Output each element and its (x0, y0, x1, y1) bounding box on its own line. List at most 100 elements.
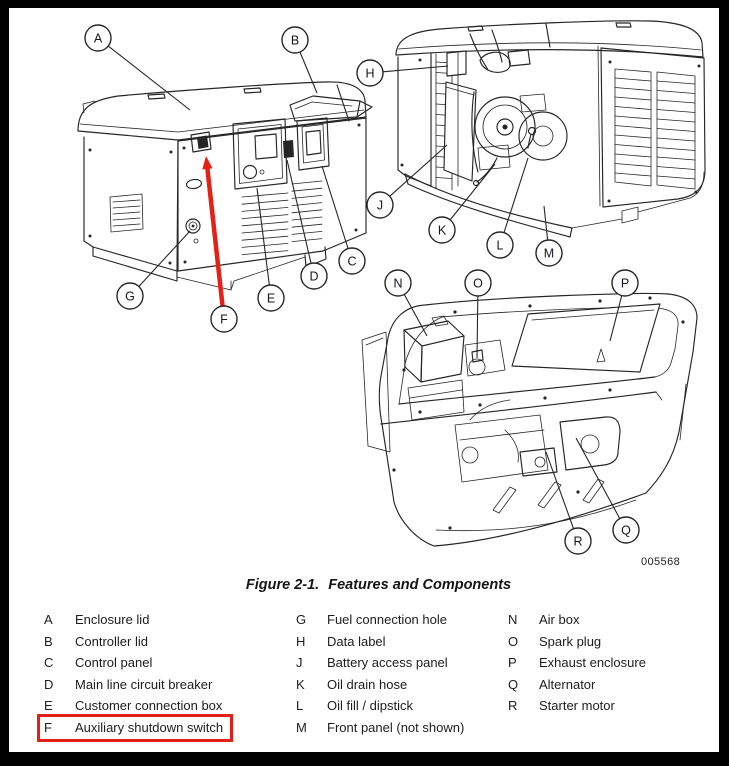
drawing-generator-lid-removed (361, 292, 698, 547)
callout-circle-K (428, 216, 456, 244)
legend-label: Battery access panel (327, 655, 448, 671)
callout-F: F (202, 156, 238, 333)
callout-leader (403, 294, 428, 337)
legend-key: C (44, 655, 54, 671)
legend-label: Oil fill / dipstick (327, 698, 413, 714)
highlight-arrow-head (202, 156, 213, 170)
callout-leader (449, 163, 496, 221)
legend-label: Exhaust enclosure (539, 655, 646, 671)
legend-key: P (508, 655, 517, 671)
callout-circle-R (564, 527, 592, 555)
engine-spark-plug (464, 339, 506, 377)
legend-label: Spark plug (539, 633, 602, 649)
callout-leader (256, 187, 270, 286)
controller-bezel (296, 117, 330, 171)
legend-key: E (44, 698, 53, 714)
callout-letter: R (573, 535, 582, 549)
exhaust-enclosure (511, 303, 661, 373)
louver-panel-right (291, 180, 323, 242)
legend-label: Oil drain hose (327, 676, 408, 692)
callout-circle-D (300, 262, 328, 290)
callout-O: O (464, 269, 492, 359)
callout-circle-P (611, 269, 639, 297)
control-panel-box (232, 118, 288, 190)
callout-circle-B (281, 26, 309, 54)
callout-letter: O (473, 277, 483, 291)
legend-item-L: L Oil fill / dipstick (292, 695, 496, 717)
legend-key: N (508, 612, 518, 627)
callout-letter: L (497, 239, 504, 253)
engine-lower-assembly (454, 399, 621, 483)
legend-label: Data label (327, 633, 386, 649)
callout-D: D (286, 159, 328, 290)
legend-item-B: B Controller lid (40, 631, 230, 653)
callout-leader (107, 45, 191, 111)
callout-leader (476, 295, 479, 359)
callout-circle-J (366, 191, 394, 219)
callout-H: H (356, 59, 449, 87)
legend-label: Controller lid (75, 633, 148, 649)
legend-key: O (508, 633, 519, 649)
callout-circle-F (210, 305, 238, 333)
alternator (559, 416, 621, 471)
controller-lid-flap (289, 95, 373, 122)
callout-circle-E (257, 284, 285, 312)
callout-R: R (545, 451, 592, 555)
legend-label: Auxiliary shutdown switch (75, 719, 224, 735)
data-label (446, 50, 467, 77)
callout-letter: M (544, 247, 554, 261)
figure-caption-title: Features and Components (328, 577, 512, 593)
callout-letter: A (94, 32, 103, 46)
callout-P: P (609, 269, 639, 342)
callout-letter: F (220, 313, 228, 327)
callout-circle-A (84, 24, 112, 52)
legend-key: L (296, 698, 304, 714)
callout-N: N (384, 269, 428, 337)
callout-G: G (116, 230, 191, 310)
legend-key: F (44, 719, 52, 735)
callout-leader (609, 295, 623, 342)
battery-access-panel (443, 81, 477, 182)
callout-M: M (535, 205, 563, 267)
legend-key: K (296, 676, 305, 692)
legend-item-O: O Spark plug (504, 631, 676, 653)
callout-leader (389, 144, 448, 197)
callout-K: K (428, 163, 496, 244)
callout-leader (382, 65, 449, 73)
callout-letter: K (438, 224, 447, 238)
legend-key: D (44, 676, 54, 692)
callout-J: J (366, 144, 448, 219)
legend-item-P: P Exhaust enclosure (504, 652, 676, 674)
callout-letter: J (377, 199, 383, 213)
callout-leader (286, 159, 312, 264)
callout-leader (503, 157, 529, 233)
callout-circle-G (116, 282, 144, 310)
highlight-arrow (204, 166, 225, 307)
legend-label: Enclosure lid (75, 612, 150, 627)
callout-leader (543, 205, 549, 241)
callout-circle-O (464, 269, 492, 297)
legend-key: G (296, 612, 307, 627)
legend-key: B (44, 633, 53, 649)
legend-label: Control panel (75, 655, 153, 671)
legend-key: M (296, 719, 307, 735)
legend-item-F: F Auxiliary shutdown switch (37, 714, 233, 742)
legend-label: Starter motor (539, 698, 615, 714)
legend-item-C: C Control panel (40, 652, 230, 674)
callout-C: C (321, 165, 366, 275)
legend-key: R (508, 698, 518, 714)
oil-fill-dipstick (527, 133, 532, 149)
callout-leader (575, 437, 621, 519)
